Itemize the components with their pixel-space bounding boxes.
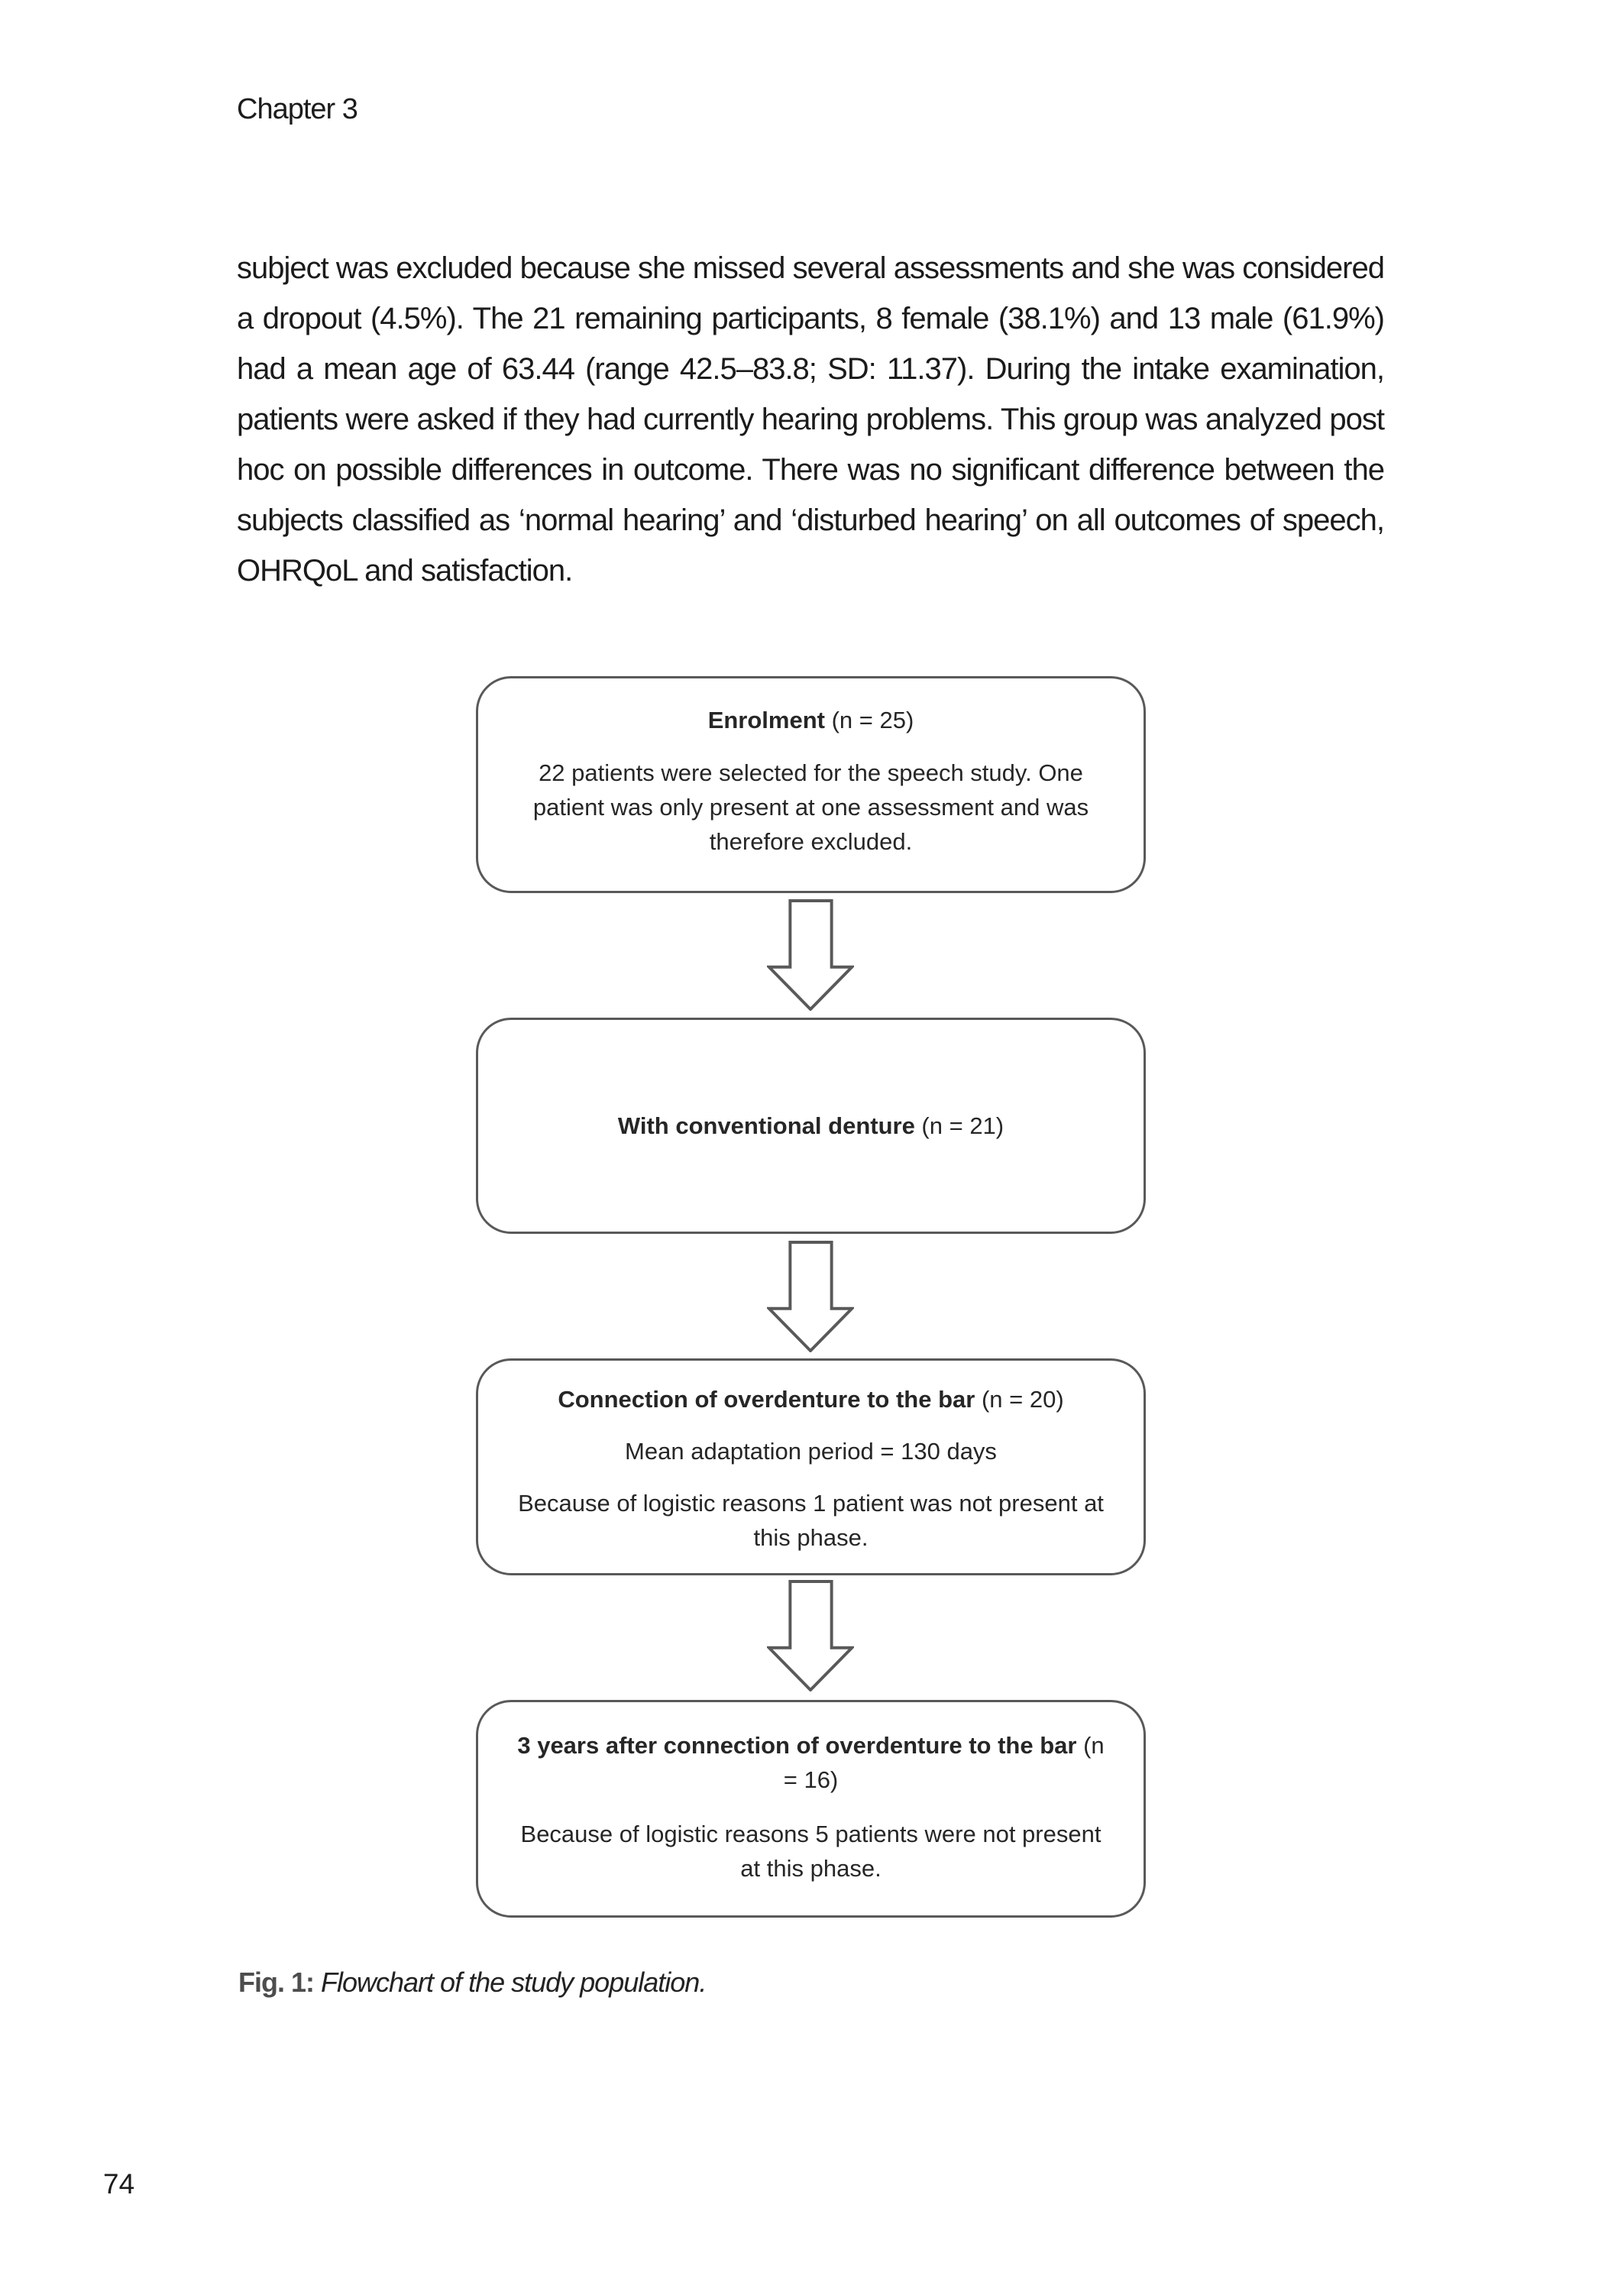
box-title-rest: (n = 21) (914, 1112, 1004, 1139)
box-body-text: Because of logistic reasons 1 patient wa… (518, 1490, 1104, 1551)
box-title-rest: (n = 20) (975, 1386, 1064, 1413)
box-title: Enrolment (n = 25) (510, 703, 1111, 737)
down-arrow-icon (767, 1580, 854, 1691)
figure-caption: Fig. 1: Flowchart of the study populatio… (238, 1967, 707, 1999)
flowchart-box-3-years-after: 3 years after connection of overdenture … (476, 1700, 1146, 1918)
box-title-rest: (n = 16) (783, 1732, 1105, 1793)
box-title-rest: (n = 25) (824, 707, 914, 733)
box-title-bold: Connection of overdenture to the bar (558, 1386, 975, 1413)
chapter-header: Chapter 3 (237, 93, 358, 125)
down-arrow-icon (767, 899, 854, 1011)
box-title: Connection of overdenture to the bar (n … (510, 1382, 1111, 1416)
caption-label: Fig. 1: (238, 1967, 315, 1998)
flowchart-box-conventional-denture: With conventional denture (n = 21) (476, 1018, 1146, 1234)
page-number: 74 (103, 2168, 135, 2200)
box-title: With conventional denture (n = 21) (618, 1109, 1004, 1143)
down-arrow-icon (767, 1241, 854, 1352)
body-paragraph: subject was excluded because she missed … (237, 251, 1385, 588)
box-title: 3 years after connection of overdenture … (510, 1728, 1111, 1797)
box-title-bold: With conventional denture (617, 1112, 915, 1139)
flowchart-box-connection-to-bar: Connection of overdenture to the bar (n … (476, 1358, 1146, 1575)
box-body-text: 22 patients were selected for the speech… (532, 759, 1089, 855)
box-body-text: Because of logistic reasons 5 patients w… (520, 1821, 1102, 1882)
box-line-text: Mean adaptation period = 130 days (625, 1438, 997, 1465)
flowchart-box-enrolment: Enrolment (n = 25) 22 patients were sele… (476, 676, 1146, 893)
caption-text: Flowchart of the study population. (314, 1967, 707, 1998)
box-title-bold: Enrolment (707, 707, 825, 733)
box-title-bold: 3 years after connection of overdenture … (517, 1732, 1077, 1759)
